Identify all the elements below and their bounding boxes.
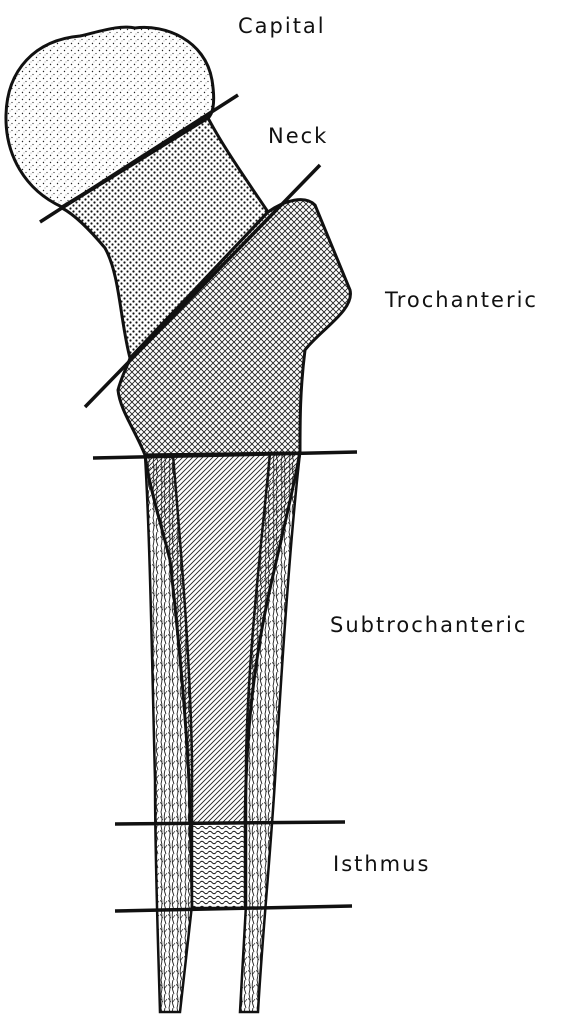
label-isthmus: Isthmus	[333, 852, 430, 876]
label-capital: Capital	[238, 14, 326, 38]
label-subtrochanteric: Subtrochanteric	[330, 613, 527, 637]
label-trochanteric: Trochanteric	[385, 288, 538, 312]
subtrochanteric-isthmus-boundary	[115, 822, 345, 824]
isthmus-lower-boundary	[115, 906, 352, 911]
isthmus-region	[190, 823, 245, 908]
label-neck: Neck	[268, 124, 328, 148]
